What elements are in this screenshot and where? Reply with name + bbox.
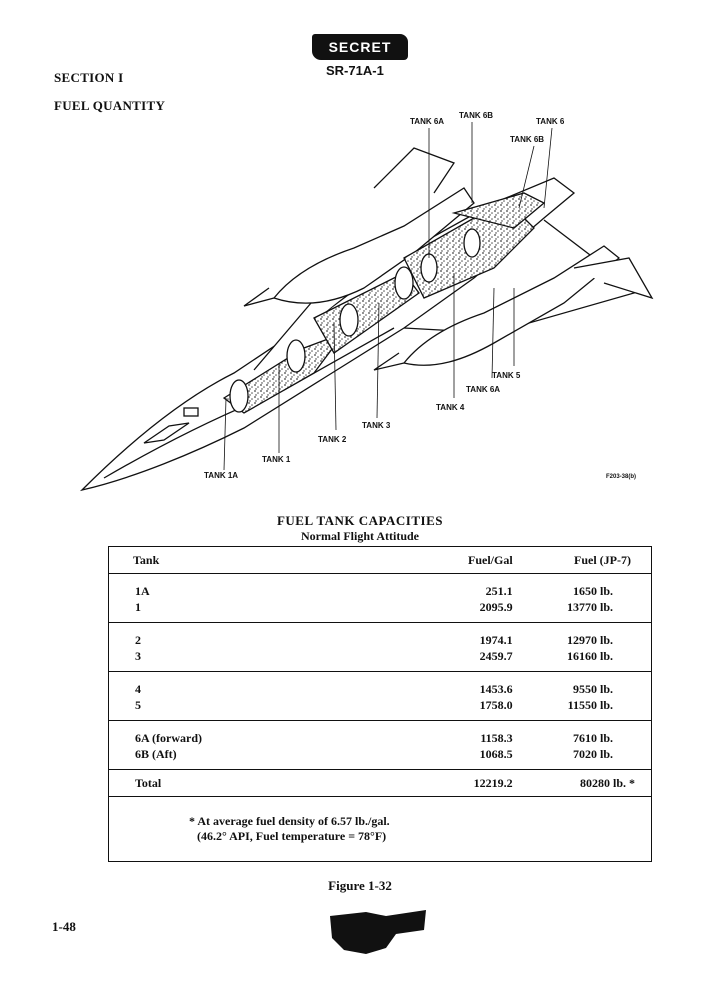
callout-tank-4: TANK 4	[436, 403, 465, 412]
table-row: 2 1974.1 12970 lb.	[109, 623, 652, 648]
aircraft-cutaway-figure: TANK 6A TANK 6B TANK 6 TANK 6B TANK 5 TA…	[74, 108, 674, 498]
cell-fuel-gal: 2095.9	[293, 598, 521, 623]
total-fuel-gal: 12219.2	[293, 769, 521, 797]
tank-cylinder	[339, 303, 359, 337]
callout-tank-6: TANK 6	[536, 117, 565, 126]
callout-tank-1: TANK 1	[262, 455, 291, 464]
cell-fuel-lb: 11550 lb.	[520, 696, 652, 721]
cell-tank: 2	[135, 633, 141, 647]
cell-fuel-gal: 1758.0	[293, 696, 521, 721]
cell-fuel-lb: 7020 lb.	[520, 745, 652, 770]
tank-cylinder	[229, 379, 249, 413]
classification-stamp: SECRET	[312, 34, 408, 60]
table-row: 4 1453.6 9550 lb.	[109, 672, 652, 697]
right-nacelle	[402, 245, 621, 366]
cell-tank: 6B (Aft)	[108, 745, 293, 770]
cell-fuel-lb: 7610 lb.	[572, 731, 613, 745]
cell-tank: 5	[108, 696, 293, 721]
tank-cavity	[451, 192, 546, 229]
table-row: 1 2095.9 13770 lb.	[108, 598, 652, 623]
table-header-row: Tank Fuel/Gal Fuel (JP-7)	[108, 546, 652, 574]
cell-tank: 1	[108, 598, 293, 623]
callout-tank-6b-right: TANK 6B	[510, 135, 544, 144]
note-line-2: (46.2° API, Fuel temperature = 78°F)	[197, 829, 387, 843]
fuel-capacity-table: Tank Fuel/Gal Fuel (JP-7) 1A 251.1 1650 …	[108, 546, 652, 862]
section-label: SECTION I	[54, 70, 124, 85]
cell-fuel-gal: 251.1	[485, 584, 513, 598]
callout-tank-6a-bottom: TANK 6A	[466, 385, 500, 394]
cell-tank: 6A (forward)	[135, 731, 202, 745]
cell-fuel-gal: 1068.5	[293, 745, 521, 770]
left-nacelle	[272, 187, 475, 304]
tank-cylinder	[463, 228, 481, 258]
table-title: FUEL TANK CAPACITIES	[276, 513, 444, 528]
right-vertical-tail	[573, 257, 654, 300]
page-number: 1-48	[52, 919, 76, 934]
cell-fuel-lb: 9550 lb.	[572, 682, 613, 696]
document-id: SR-71A-1	[326, 63, 384, 78]
cell-tank: 3	[108, 647, 293, 672]
table-note-row: * At average fuel density of 6.57 lb./ga…	[109, 797, 652, 862]
cockpit-canopy	[143, 422, 190, 444]
note-line-1: * At average fuel density of 6.57 lb./ga…	[189, 814, 390, 828]
cell-fuel-lb: 16160 lb.	[520, 647, 652, 672]
figure-caption: Figure 1-32	[328, 878, 392, 893]
callout-tank-3: TANK 3	[362, 421, 391, 430]
callout-tank-5: TANK 5	[492, 371, 521, 380]
figure-reference: F203-38(b)	[606, 474, 636, 480]
table-row: 1A 251.1 1650 lb.	[109, 574, 652, 599]
col-header-fuel-jp7: Fuel (JP-7)	[520, 546, 652, 574]
classification-text: SECRET	[328, 39, 392, 55]
cell-fuel-gal: 1974.1	[479, 633, 513, 647]
total-label: Total	[108, 769, 293, 797]
table-total-row: Total 12219.2 80280 lb. *	[108, 769, 652, 797]
cell-fuel-gal: 1453.6	[479, 682, 513, 696]
col-header-fuel-gal: Fuel/Gal	[293, 546, 521, 574]
total-fuel-lb: 80280 lb. *	[520, 769, 652, 797]
table-row: 6B (Aft) 1068.5 7020 lb.	[108, 745, 652, 770]
tank-cylinder	[394, 266, 414, 300]
table-row: 3 2459.7 16160 lb.	[108, 647, 652, 672]
tank-cylinder	[420, 253, 438, 283]
cell-fuel-lb: 1650 lb.	[572, 584, 613, 598]
cell-tank: 4	[135, 682, 141, 696]
table-row: 5 1758.0 11550 lb.	[108, 696, 652, 721]
table-subtitle: Normal Flight Attitude	[301, 529, 419, 543]
table-row: 6A (forward) 1158.3 7610 lb.	[109, 721, 652, 746]
tank-cylinder	[286, 339, 306, 373]
col-header-tank: Tank	[108, 546, 293, 574]
callout-tank-6b-top: TANK 6B	[459, 111, 493, 120]
callout-tank-6a-top: TANK 6A	[410, 117, 444, 126]
callout-tank-1a: TANK 1A	[204, 471, 238, 480]
cell-fuel-lb: 12970 lb.	[566, 633, 613, 647]
cell-fuel-lb: 13770 lb.	[520, 598, 652, 623]
tank-cavity	[313, 272, 420, 354]
density-note: * At average fuel density of 6.57 lb./ga…	[109, 797, 652, 862]
cell-fuel-gal: 2459.7	[293, 647, 521, 672]
cell-tank: 1A	[135, 584, 150, 598]
callout-tank-2: TANK 2	[318, 435, 347, 444]
page-heading: FUEL QUANTITY	[54, 98, 166, 113]
cockpit-window	[183, 407, 199, 417]
cell-fuel-gal: 1158.3	[480, 731, 513, 745]
bottom-classification-stamp	[326, 904, 430, 960]
left-vertical-tail	[373, 147, 455, 194]
